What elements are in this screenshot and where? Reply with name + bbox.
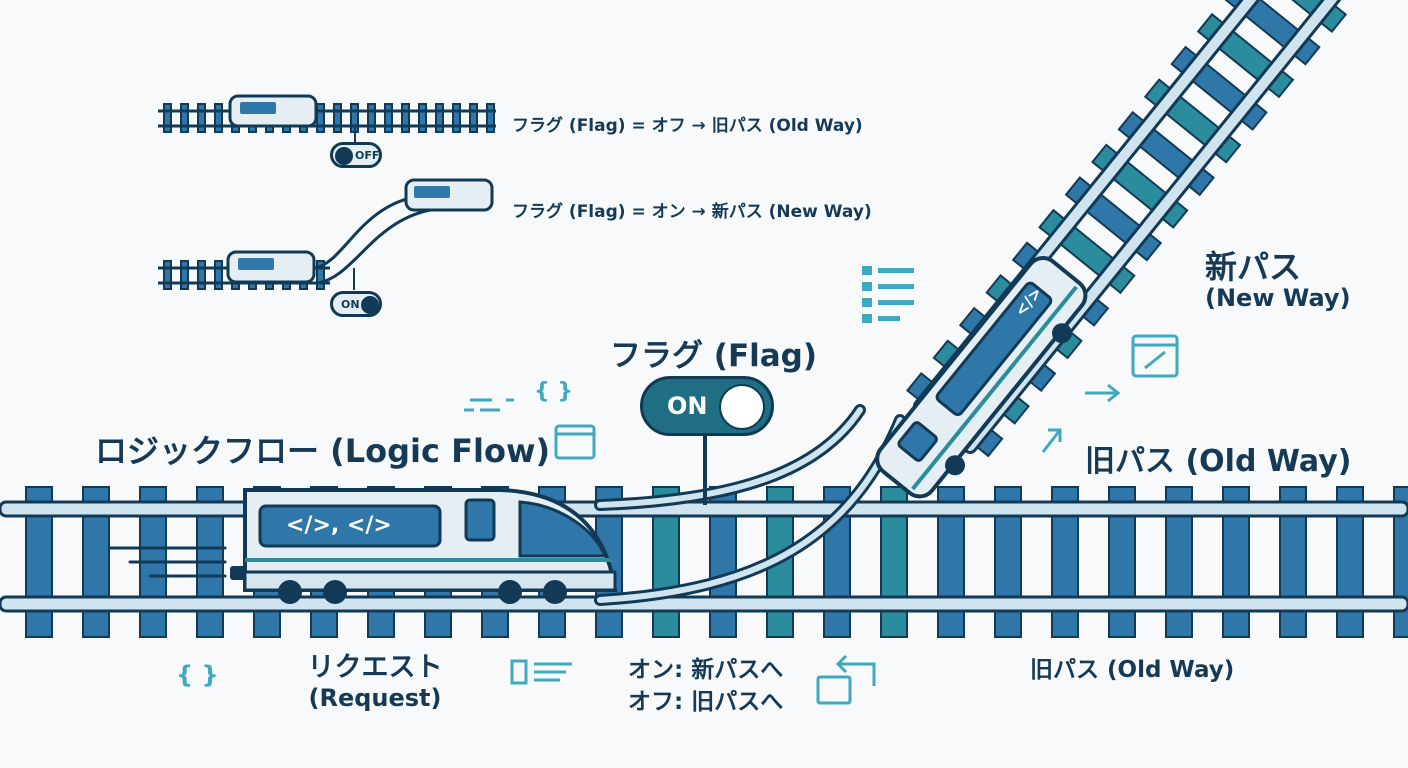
track-sleeper (197, 260, 206, 290)
track-sleeper (163, 260, 172, 290)
track-sleeper (316, 103, 325, 133)
new-path-en-label: (New Way) (1205, 284, 1351, 312)
track-sleeper (214, 103, 223, 133)
track-sleeper (486, 103, 495, 133)
track-sleeper (452, 103, 461, 133)
main-train (230, 488, 618, 604)
track-sleeper (418, 103, 427, 133)
track-sleeper (214, 260, 223, 290)
rule-on-label: オン: 新パスへ (628, 657, 784, 683)
track-sleeper (401, 103, 410, 133)
track-sleeper (197, 103, 206, 133)
track-sleeper (367, 103, 376, 133)
logic-flow-label: ロジックフロー (Logic Flow) (95, 432, 551, 470)
track-sleeper (163, 103, 172, 133)
main-track-rail-bottom (0, 595, 1408, 613)
track-sleeper (180, 260, 189, 290)
dash-code-icon (464, 398, 514, 412)
flag-toggle-state: ON (667, 392, 708, 420)
legend-off-track (158, 94, 496, 142)
track-sleeper (469, 103, 478, 133)
terminal-icon (554, 424, 596, 460)
legend-off-label: フラグ (Flag) = オフ → 旧パス (Old Way) (512, 116, 863, 136)
arrow-up-right-icon (1041, 428, 1062, 453)
legend-off-switch[interactable]: OFF (330, 142, 382, 168)
request-en-label: (Request) (308, 684, 442, 712)
old-path-lower-label: 旧パス (Old Way) (1030, 657, 1235, 683)
braces-icon-bottom: { } (176, 661, 219, 689)
legend-on-switch-label: ON (341, 298, 360, 311)
track-sleeper (333, 103, 342, 133)
track-sleeper (384, 103, 393, 133)
track-sleeper (435, 103, 444, 133)
legend-on-switch[interactable]: ON (330, 291, 382, 317)
track-sleeper (180, 103, 189, 133)
speed-lines (108, 546, 227, 578)
old-path-upper-label: 旧パス (Old Way) (1085, 444, 1352, 479)
arrow-right-icon (1085, 383, 1121, 403)
list-icon-bottom (510, 659, 572, 685)
flag-toggle[interactable]: ON (640, 376, 774, 436)
track-sleeper (316, 260, 325, 290)
legend-on-label: フラグ (Flag) = オン → 新パス (New Way) (512, 202, 872, 222)
legend-off-switch-label: OFF (355, 149, 380, 162)
train-code-label: </>, </> (286, 513, 392, 538)
list-icon (862, 266, 914, 323)
external-link-icon (1131, 334, 1179, 378)
new-way-train (875, 256, 1088, 499)
request-label: リクエスト (307, 652, 443, 683)
flag-title: フラグ (Flag) (610, 338, 818, 374)
legend-on-track (158, 178, 494, 290)
swap-icon (816, 654, 876, 705)
braces-icon-top: { } (534, 379, 573, 404)
rule-off-label: オフ: 旧パスへ (628, 689, 784, 715)
new-path-label: 新パス (1205, 248, 1302, 286)
